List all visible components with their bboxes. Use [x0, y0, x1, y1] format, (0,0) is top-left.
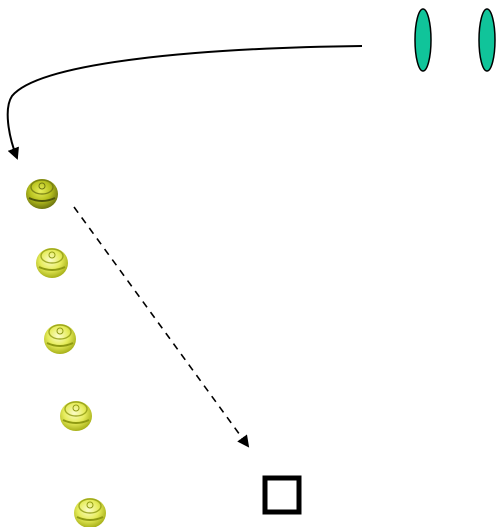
yellow-round-token-icon [36, 248, 68, 278]
connectors [8, 46, 362, 446]
yellow-round-token-icon [26, 179, 58, 209]
ellipse-left [415, 9, 431, 71]
target-square [265, 478, 299, 512]
yellow-round-token-icon [60, 401, 92, 431]
token-column [26, 179, 106, 527]
curved-arrow [8, 46, 362, 158]
top-shapes [415, 9, 495, 71]
ellipse-right [479, 9, 495, 71]
yellow-round-token-icon [74, 498, 106, 527]
yellow-round-token-icon [44, 324, 76, 354]
dashed-arrow [74, 207, 248, 446]
